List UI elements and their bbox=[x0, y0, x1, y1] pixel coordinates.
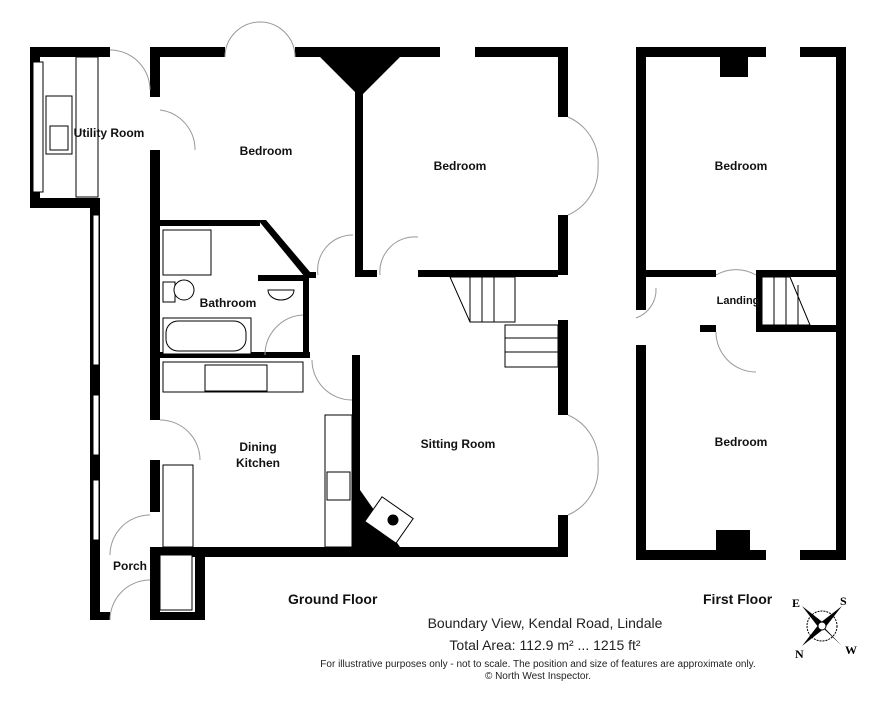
compass-label-e: E bbox=[792, 596, 801, 610]
room-label-bedroom: Bedroom bbox=[714, 435, 768, 449]
room-label-landing: Landing bbox=[716, 295, 760, 307]
copyright: © North West Inspector. bbox=[484, 671, 592, 682]
first-floor-walls bbox=[636, 47, 846, 560]
room-label-porch: Porch bbox=[112, 559, 148, 573]
disclaimer: For illustrative purposes only - not to … bbox=[320, 659, 756, 670]
compass-label-w: W bbox=[845, 643, 857, 657]
ground-floor-fixtures bbox=[32, 56, 559, 611]
room-label-sitting-room: Sitting Room bbox=[420, 437, 496, 451]
room-label-bedroom: Bedroom bbox=[714, 159, 768, 173]
first-floor-title: First Floor bbox=[703, 591, 773, 607]
room-label-bedroom: Bedroom bbox=[433, 159, 487, 173]
ground-floor-title: Ground Floor bbox=[288, 591, 378, 607]
room-label-bedroom: Bedroom bbox=[239, 144, 293, 158]
property-address: Boundary View, Kendal Road, Lindale bbox=[427, 615, 663, 631]
room-label-bathroom: Bathroom bbox=[199, 296, 257, 310]
compass-icon bbox=[802, 606, 842, 646]
total-area: Total Area: 112.9 m² ... 1215 ft² bbox=[449, 637, 641, 653]
room-label-utility: Utility Room bbox=[73, 126, 145, 140]
first-floor-stairs bbox=[761, 276, 811, 326]
compass-label-n: N bbox=[795, 647, 804, 661]
room-label-dining-kitchen: Dining Kitchen bbox=[235, 440, 280, 470]
compass-label-s: S bbox=[840, 594, 847, 608]
door-swings bbox=[109, 21, 757, 621]
